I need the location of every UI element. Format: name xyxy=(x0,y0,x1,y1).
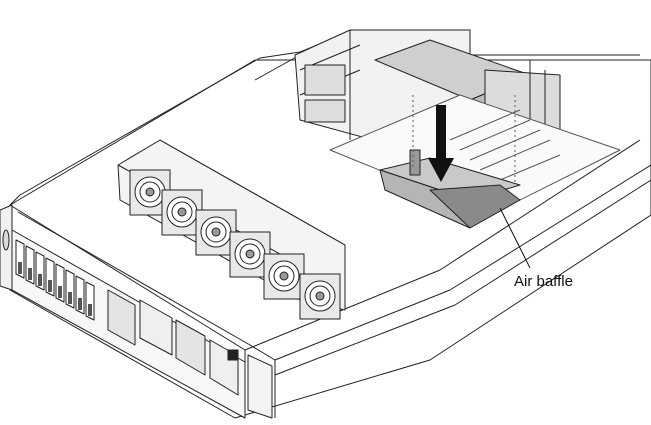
fan-icon xyxy=(263,253,305,300)
fan-icon xyxy=(299,273,341,320)
vent-panel xyxy=(175,319,206,376)
air-baffle-callout-label: Air baffle xyxy=(514,273,573,290)
control-panel xyxy=(139,299,173,356)
system-fans xyxy=(129,169,341,320)
port-icon xyxy=(227,349,239,361)
fan-icon xyxy=(161,189,203,236)
vent-panel xyxy=(107,289,136,346)
down-arrow-icon xyxy=(428,105,454,182)
front-bezel xyxy=(11,229,273,419)
rack-handle xyxy=(247,354,273,419)
callout-leader-line xyxy=(499,207,531,269)
air-baffle xyxy=(379,149,521,229)
fan-icon xyxy=(129,169,171,216)
drive-bay-handles xyxy=(18,262,92,316)
alignment-guides xyxy=(412,95,516,185)
fan-icon xyxy=(229,231,271,278)
